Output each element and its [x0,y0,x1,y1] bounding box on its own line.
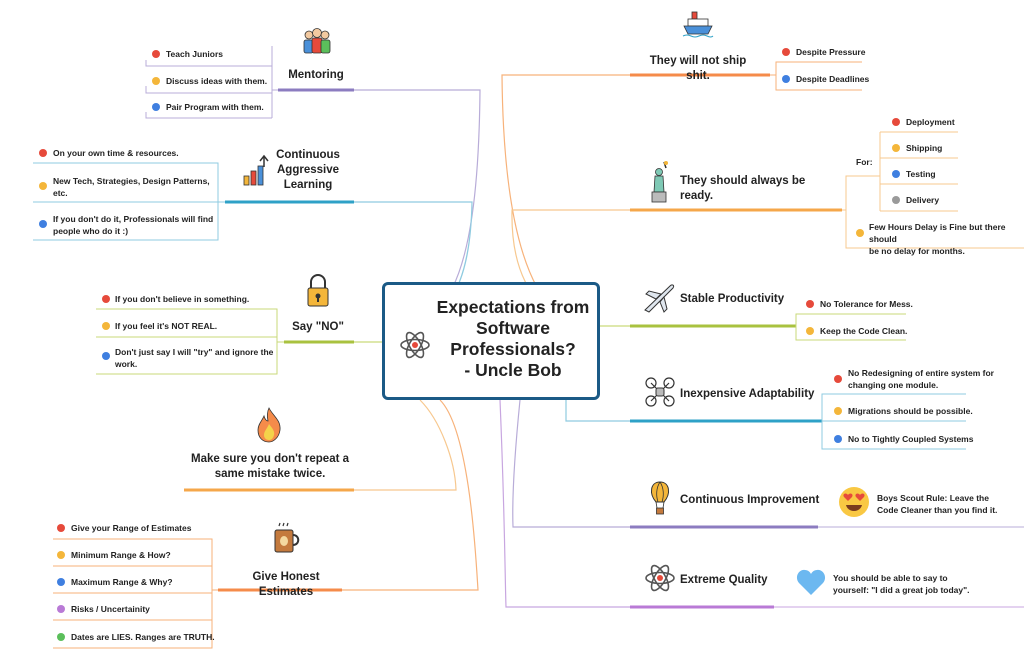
blue-bullet-icon [834,435,842,443]
drone-icon [645,377,675,407]
ship-item-1[interactable]: Despite Pressure [796,47,866,57]
mentoring-item-3[interactable]: Pair Program with them. [166,102,264,112]
topic-continuous-learning[interactable]: Continuous Aggressive Learning [276,149,340,191]
fire-icon [257,407,281,443]
ready-item-testing[interactable]: Testing [906,169,936,179]
blue-bullet-icon [152,103,160,111]
topic-mentoring[interactable]: Mentoring [288,69,344,81]
ready-item-delivery[interactable]: Delivery [906,195,940,205]
atom-icon [645,564,675,592]
number-3-bullet-icon [892,170,900,178]
topic-honest-estimates[interactable]: Give Honest Estimates [252,571,320,598]
heart-eyes-emoji [839,487,869,517]
quality-note[interactable]: You should be able to say to yourself: "… [833,573,970,595]
productivity-item-1[interactable]: No Tolerance for Mess. [820,299,913,309]
mentoring-item-2[interactable]: Discuss ideas with them. [166,76,268,86]
productivity-item-2[interactable]: Keep the Code Clean. [820,326,908,336]
yellow-bullet-icon [102,322,110,330]
adaptability-item-2[interactable]: Migrations should be possible. [848,406,973,416]
adaptability-item-3[interactable]: No to Tightly Coupled Systems [848,434,974,444]
say-no-item-2[interactable]: If you feel it's NOT REAL. [115,321,218,331]
estimates-item-3[interactable]: Maximum Range & Why? [71,577,173,587]
topic-continuous-improvement[interactable]: Continuous Improvement [680,494,820,506]
hot-air-balloon-icon [651,481,669,515]
ship-item-2[interactable]: Despite Deadlines [796,74,870,84]
topic-not-ship-shit[interactable]: They will not ship shit. [649,55,747,82]
yellow-bullet-icon [57,551,65,559]
green-bullet-icon [57,633,65,641]
growth-chart-icon [243,154,269,186]
yellow-bullet-icon [39,182,47,190]
blue-bullet-icon [782,75,790,83]
for-label: For: [856,157,873,167]
airplane-icon [644,284,675,313]
blue-bullet-icon [39,220,47,228]
blue-bullet-icon [57,578,65,586]
learning-item-2[interactable]: New Tech, Strategies, Design Patterns, e… [53,176,210,198]
red-bullet-icon [152,50,160,58]
atom-icon [400,331,430,359]
estimates-item-5[interactable]: Dates are LIES. Ranges are TRUTH. [71,632,215,642]
estimates-item-1[interactable]: Give your Range of Estimates [71,523,192,533]
number-2-bullet-icon [892,144,900,152]
topic-say-no[interactable]: Say "NO" [292,321,344,333]
say-no-item-1[interactable]: If you don't believe in something. [115,294,250,304]
red-bullet-icon [102,295,110,303]
red-bullet-icon [806,300,814,308]
number-4-bullet-icon [892,196,900,204]
ship-icon [682,11,714,38]
number-1-bullet-icon [892,118,900,126]
blue-heart-icon [796,569,826,595]
estimates-item-4[interactable]: Risks / Uncertainity [71,604,150,614]
learning-item-1[interactable]: On your own time & resources. [53,148,179,158]
statue-of-liberty-icon [651,161,668,203]
estimates-item-2[interactable]: Minimum Range & How? [71,550,171,560]
central-topic[interactable]: Expectations from Software Professionals… [382,282,600,400]
topic-always-ready[interactable]: They should always be ready. [680,175,806,202]
ready-item-shipping[interactable]: Shipping [906,143,943,153]
padlock-icon [307,274,329,307]
topic-stable-productivity[interactable]: Stable Productivity [680,293,785,305]
learning-item-3[interactable]: If you don't do it, Professionals will f… [53,214,214,236]
red-bullet-icon [782,48,790,56]
topic-inexpensive-adaptability[interactable]: Inexpensive Adaptability [680,388,815,400]
yellow-bullet-icon [152,77,160,85]
say-no-item-3[interactable]: Don't just say I will "try" and ignore t… [115,347,274,369]
adaptability-item-1[interactable]: No Redesigning of entire system for chan… [848,368,994,390]
ready-note[interactable]: Few Hours Delay is Fine but there should… [869,222,1006,256]
people-icon [303,28,331,54]
yellow-bullet-icon [806,327,814,335]
yellow-bullet-icon [834,407,842,415]
central-title: Expectations from Software Professionals… [436,297,590,380]
improvement-note[interactable]: Boys Scout Rule: Leave the Code Cleaner … [877,493,998,515]
blue-bullet-icon [102,352,110,360]
topic-dont-repeat-mistake[interactable]: Make sure you don't repeat a same mistak… [190,453,350,480]
coffee-cup-icon [274,522,300,553]
red-bullet-icon [39,149,47,157]
yellow-bullet-icon [856,229,864,237]
topic-extreme-quality[interactable]: Extreme Quality [680,574,768,586]
mentoring-item-1[interactable]: Teach Juniors [166,49,223,59]
red-bullet-icon [834,375,842,383]
ready-item-deployment[interactable]: Deployment [906,117,955,127]
red-bullet-icon [57,524,65,532]
violet-bullet-icon [57,605,65,613]
